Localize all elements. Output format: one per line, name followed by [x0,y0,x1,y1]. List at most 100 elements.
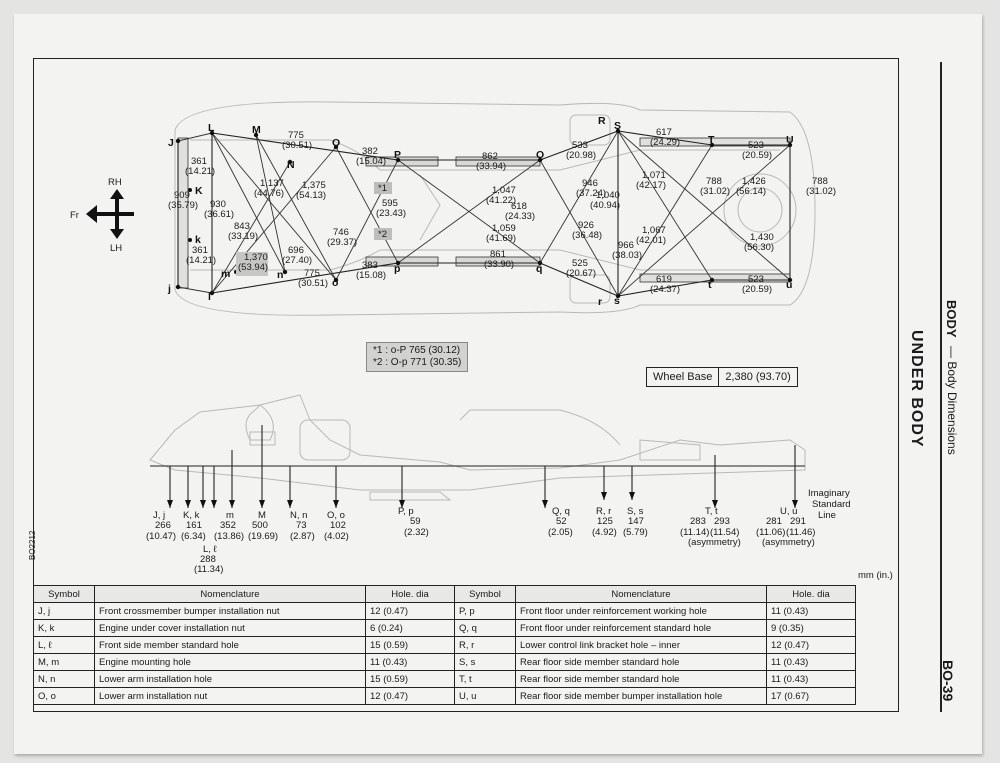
point-p: p [394,263,400,275]
h-in2-uu: (11.46) [786,527,815,538]
point-s: s [614,295,620,307]
dimension-inches: (31.02) [700,186,730,197]
nomenclature-table: Symbol Nomenclature Hole. dia Symbol Nom… [33,585,856,705]
h-in2-tt: (11.54) [710,527,739,538]
h-sym-nn: N, n [290,510,307,521]
dimension-value: 523 [748,274,764,285]
table-cell: 11 (0.43) [766,653,856,671]
dimension-inches: (33.94) [476,161,506,172]
point-q: q [536,263,542,275]
h-val-pp: 59 [410,516,421,527]
point-labels: J L M N O P Q R S T U K k j l m n o p q … [167,115,794,308]
table-cell: Engine mounting hole [94,653,366,671]
section-subtitle: — Body Dimensions [945,346,959,455]
star-1-label: *1 [378,183,387,194]
dimension-inches: (33.19) [228,231,258,242]
wheel-base-box: Wheel Base 2,380 (93.70) [646,367,798,387]
col-symbol-2: Symbol [454,585,516,603]
dimension-inches: (20.67) [566,268,596,279]
table-cell: 12 (0.47) [766,636,856,654]
dimension-value: 361 [192,245,208,256]
point-S: S [614,120,621,132]
h-sym-m: m [226,510,234,521]
table-cell: O, o [33,687,95,705]
dimension-value: 775 [304,268,320,279]
dimension-value: 1,430 [750,232,774,243]
note-1: *1 : o-P 765 (30.12) [373,345,461,356]
dimension-value: 361 [191,156,207,167]
standard-line-label-2: Standard [812,499,851,510]
table-cell: 12 (0.47) [365,687,455,705]
dimension-inches: (14.21) [186,255,216,266]
dimension-value: 1,059 [492,223,516,234]
h-sym-ll: L, ℓ [203,544,218,555]
point-T: T [708,134,715,146]
dimension-inches: (20.59) [742,284,772,295]
unit-label: mm (in.) [858,570,893,581]
lh-label: LH [110,243,122,254]
h-in-kk: (6.34) [181,531,206,542]
dimension-inches: (54.13) [296,190,326,201]
dimension-inches: (29.37) [327,237,357,248]
h-val-rr: 125 [597,516,613,527]
dimension-inches: (53.94) [238,262,268,273]
dimension-value: 926 [578,220,594,231]
h-sym-M: M [258,510,266,521]
front-arrow-icon [86,205,97,223]
table-cell: L, ℓ [33,636,95,654]
dimension-inches: (44.76) [254,188,284,199]
h-sym-pp: P, p [398,506,414,517]
table-cell: K, k [33,619,95,637]
note-2: *2 : O-p 771 (30.35) [373,357,462,368]
h-val-nn: 73 [296,520,307,531]
h-val1-uu: 281 [766,516,782,527]
dimension-value: 861 [490,249,506,260]
table-cell: Lower arm installation nut [94,687,366,705]
dimension-value: 1,370 [244,252,268,263]
col-symbol: Symbol [33,585,95,603]
dimension-inches: (42.01) [636,235,666,246]
h-sym-jj: J, j [153,510,165,521]
dimension-inches: (31.02) [806,186,836,197]
col-nomenclature: Nomenclature [94,585,366,603]
wheel-base-label: Wheel Base [647,368,720,386]
dimension-value: 862 [482,151,498,162]
h-note-uu: (asymmetry) [762,537,815,548]
point-t: t [708,279,712,291]
dimension-inches: (24.29) [650,137,680,148]
point-U: U [786,134,794,146]
dimension-value: 595 [382,198,398,209]
standard-line-label-3: Line [818,510,836,521]
h-val-jj: 266 [155,520,171,531]
dimension-value: 525 [572,258,588,269]
point-K: K [195,185,203,197]
point-M: M [252,124,261,136]
height-arrows [167,425,798,508]
table-cell: 9 (0.35) [766,619,856,637]
dimension-value: 909 [174,190,190,201]
dimension-value: 523 [748,140,764,151]
point-O: O [332,137,340,149]
h-sym-uu: U, u [780,506,797,517]
dimension-value: 1,047 [492,185,516,196]
chassis-outline-side [149,394,806,501]
margin-rule [940,62,942,712]
dimension-value: 946 [582,178,598,189]
dimension-value: 619 [656,274,672,285]
h-val-ll: 288 [200,554,216,565]
point-j: j [167,283,171,295]
h-val-kk: 161 [186,520,202,531]
table-cell: 11 (0.43) [766,670,856,688]
h-in1-tt: (11.14) [680,527,709,538]
h-in-qq: (2.05) [548,527,573,538]
standard-line-label-1: Imaginary [808,488,850,499]
table-cell: Engine under cover installation nut [94,619,366,637]
dimension-inches: (24.37) [650,284,680,295]
point-l: l [208,291,211,303]
dimension-labels: 775(30.51)382(15.04)862(33.94)533(20.98)… [168,127,836,295]
h-in-ss: (5.79) [623,527,648,538]
table-cell: 6 (0.24) [365,619,455,637]
point-N: N [287,159,295,171]
